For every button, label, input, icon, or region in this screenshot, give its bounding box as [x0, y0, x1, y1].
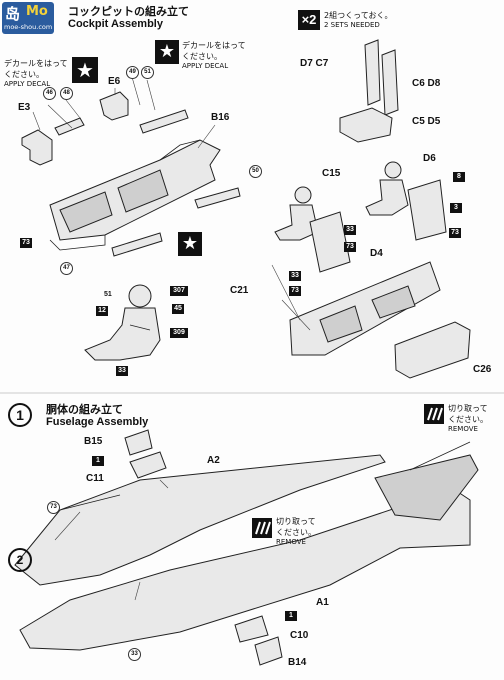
step1-title-en: Cockpit Assembly [68, 18, 163, 30]
decal-note-left-jp1: デカールをはって [4, 59, 68, 68]
seat-no-73: 73 [344, 242, 356, 252]
pilot-no-45: 45 [172, 304, 184, 314]
label-c10: C10 [290, 630, 309, 641]
cockpit-tub-b16 [49, 139, 221, 251]
part-b14 [254, 636, 283, 666]
x2-note-jp: 2組つくっておく。 [324, 11, 393, 20]
star-decal-icon: ★ [155, 40, 179, 64]
seat-bracket-e3 [21, 129, 53, 166]
seat-d6-frame [407, 179, 447, 241]
decal-no-51: 51 [141, 66, 154, 79]
pilot-no-51: 51 [104, 291, 112, 298]
pilot-no-12: 12 [96, 306, 108, 316]
label-d6: D6 [423, 153, 436, 164]
pilot-no-307: 307 [170, 286, 188, 296]
decal-note-left-jp2: ください。 [4, 70, 44, 79]
seat-rails-d7-c7 [364, 39, 399, 116]
seated-pilot-d6 [365, 161, 409, 216]
label-a2: A2 [207, 455, 220, 466]
label-c15: C15 [322, 168, 341, 179]
decal-note-right: デカールをはって ください。 APPLY DECAL [182, 40, 246, 70]
seat-no-73: 73 [289, 286, 301, 296]
watermark-logo: 岛 Mo moe-shou.com [2, 2, 54, 34]
label-d7-c7: D7 C7 [300, 58, 329, 69]
decal-note-right-en: APPLY DECAL [182, 62, 229, 70]
label-a1: A1 [316, 597, 329, 608]
part-c26-box [394, 321, 471, 379]
seated-pilot-c15 [274, 186, 319, 241]
decal-no-47: 47 [60, 262, 73, 275]
x2-badge: ×2 [298, 10, 320, 30]
pilot-no-309: 309 [170, 328, 188, 338]
decal-no-73: 73 [20, 238, 32, 248]
bracket-e6 [99, 91, 129, 121]
step2-title-en: Fuselage Assembly [46, 416, 149, 428]
star-decal-icon: ★ [72, 57, 98, 83]
label-c26: C26 [473, 364, 492, 375]
fuselage-half-a1 [19, 441, 479, 651]
decal-strip-4 [54, 117, 85, 136]
fus-no-33: 33 [128, 648, 141, 661]
star-decal-icon: ★ [178, 232, 202, 256]
remove-note-mid-jp1: 切り取って [276, 517, 316, 526]
label-b15: B15 [84, 436, 103, 447]
pilot-figure [84, 284, 161, 361]
remove-note-right-jp2: ください。 [448, 415, 488, 424]
part-c10 [234, 615, 269, 643]
label-b16: B16 [211, 112, 230, 123]
remove-note-mid-en: REMOVE [276, 538, 306, 546]
decal-no-49: 49 [126, 66, 139, 79]
decal-no-50: 50 [249, 165, 262, 178]
decal-no-46: 46 [43, 87, 56, 100]
decal-note-left: デカールをはって ください。 APPLY DECAL [4, 58, 68, 88]
watermark-char: 岛 [5, 5, 21, 23]
seat-no-3: 3 [450, 203, 462, 213]
fus-no-1b: 1 [285, 611, 297, 621]
watermark-mark: Mo [26, 4, 48, 19]
decal-note-left-en: APPLY DECAL [4, 80, 51, 88]
seat-no-73: 73 [449, 228, 461, 238]
remove-note-right-en: REMOVE [448, 425, 478, 433]
label-e6: E6 [108, 76, 121, 87]
step1-title-jp: コックピットの組み立て [68, 5, 189, 18]
remove-note-right: 切り取って ください。 REMOVE [448, 403, 488, 433]
seat-no-33: 33 [289, 271, 301, 281]
remove-icon [252, 518, 272, 538]
decal-strip-2 [194, 187, 241, 209]
cockpit-tub-right [289, 261, 441, 356]
label-e3: E3 [18, 102, 31, 113]
label-c6-d8: C6 D8 [412, 78, 441, 89]
decal-strip-1 [139, 109, 189, 134]
label-c5-d5: C5 D5 [412, 116, 441, 127]
label-c21: C21 [230, 285, 249, 296]
step2-title-jp: 胴体の組み立て [46, 403, 123, 416]
decal-strip-3 [111, 232, 163, 257]
step-number-1: 1 [8, 403, 32, 427]
watermark-url: moe-shou.com [4, 23, 53, 31]
x2-note-en: 2 SETS NEEDED [324, 21, 380, 29]
seat-no-33: 33 [344, 225, 356, 235]
seat-c15-frame [309, 211, 351, 273]
remove-icon [424, 404, 444, 424]
seat-pan-c5-d5 [339, 107, 393, 143]
step-number-2: 2 [8, 548, 32, 572]
fus-no-73: 73 [47, 501, 60, 514]
pilot-no-33: 33 [116, 366, 128, 376]
remove-note-mid-jp2: ください。 [276, 528, 316, 537]
seat-no-8: 8 [453, 172, 465, 182]
remove-note-mid: 切り取って ください。 REMOVE [276, 516, 316, 546]
decal-no-48: 48 [60, 87, 73, 100]
label-d4: D4 [370, 248, 383, 259]
fus-no-1: 1 [92, 456, 104, 466]
label-b14: B14 [288, 657, 307, 668]
canopy-b15 [124, 429, 153, 456]
label-c11: C11 [86, 473, 104, 484]
part-c11 [129, 451, 167, 479]
decal-note-right-jp2: ください。 [182, 52, 222, 61]
decal-note-right-jp1: デカールをはって [182, 41, 246, 50]
fuselage-half-a2 [14, 454, 386, 586]
remove-note-right-jp1: 切り取って [448, 404, 488, 413]
